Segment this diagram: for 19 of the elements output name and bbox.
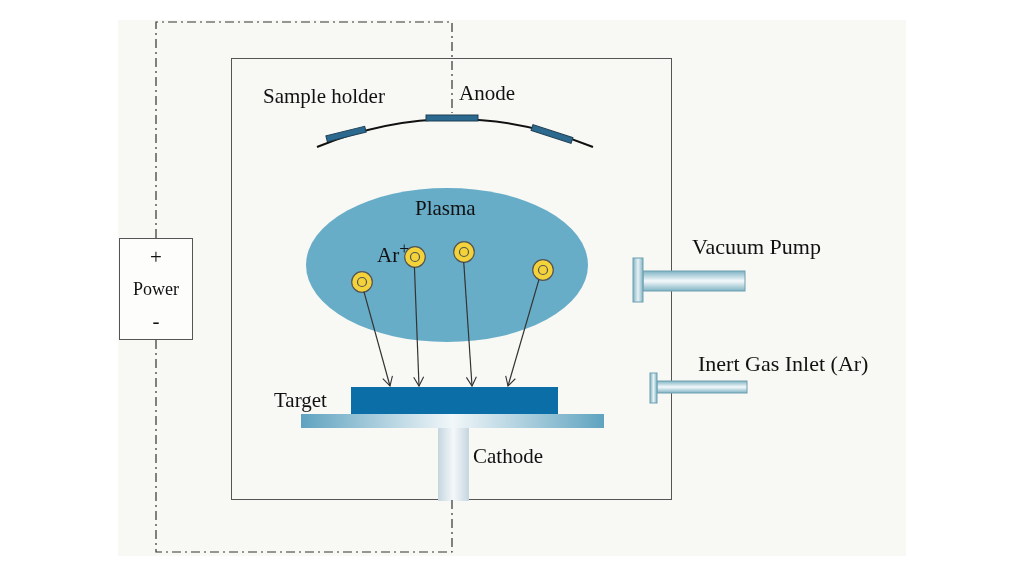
part-label: Cathode — [473, 444, 543, 468]
ion-label: Ar$^{+}$ — [377, 237, 410, 267]
wire — [155, 339, 453, 553]
part-label: Vacuum Pump — [692, 235, 821, 259]
arrow — [505, 278, 540, 387]
arrow — [413, 266, 425, 387]
power-supply-box — [119, 238, 193, 340]
polarity-sign: - — [152, 309, 160, 333]
polarity-sign: + — [150, 245, 162, 269]
part-label: Inert Gas Inlet (Ar) — [698, 352, 869, 376]
arrow — [463, 261, 477, 387]
arrow — [363, 291, 393, 387]
part-label: Anode — [459, 81, 515, 105]
wire — [155, 21, 453, 239]
part-label: Sample holder — [263, 84, 385, 108]
part-label: Plasma — [415, 196, 476, 220]
power-label: Power — [133, 278, 179, 301]
vacuum-chamber — [231, 58, 672, 500]
part-label: Target — [274, 388, 327, 412]
